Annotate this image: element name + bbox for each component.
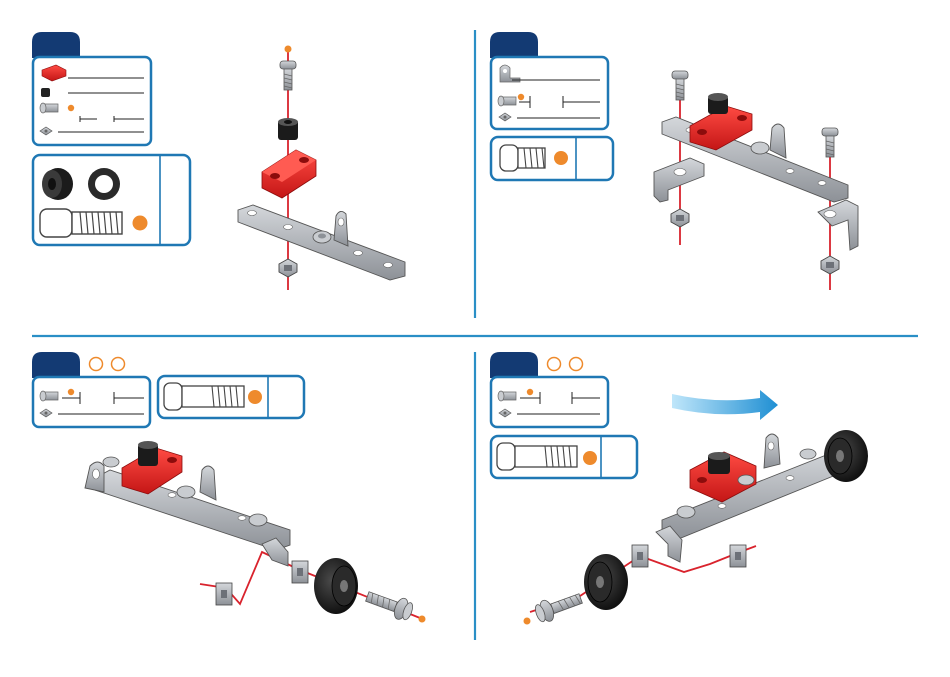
step-1-panel bbox=[32, 32, 405, 290]
orange-dot-icon bbox=[527, 389, 533, 395]
quantity-circle bbox=[548, 358, 561, 371]
long-bolt-icon bbox=[500, 145, 545, 171]
step-2-panel bbox=[490, 32, 858, 290]
step-4-tab bbox=[490, 352, 538, 378]
orange-dot-icon bbox=[583, 451, 597, 465]
step-3-parts-list bbox=[33, 377, 150, 427]
long-bolt-icon bbox=[497, 443, 577, 470]
quantity-circle bbox=[112, 358, 125, 371]
orange-dot-icon bbox=[554, 151, 568, 165]
orange-dot-icon bbox=[518, 94, 524, 100]
bolt-icon bbox=[498, 96, 516, 106]
step-1-tab bbox=[32, 32, 80, 58]
step-1-assembly bbox=[238, 46, 405, 291]
quantity-circle bbox=[570, 358, 583, 371]
orange-dot-icon bbox=[133, 216, 148, 231]
long-bolt-icon bbox=[164, 383, 244, 410]
step-4-panel bbox=[490, 352, 868, 625]
step-3-tab bbox=[32, 352, 80, 378]
step-2-assembly bbox=[654, 71, 858, 290]
bolt-icon bbox=[40, 391, 58, 401]
step-2-tab bbox=[490, 32, 538, 58]
collar-icon bbox=[42, 168, 73, 200]
step-4-parts-list bbox=[491, 377, 608, 427]
rotate-arrow-icon bbox=[672, 390, 778, 420]
orange-dot-icon bbox=[68, 389, 74, 395]
orange-dot-icon bbox=[248, 390, 262, 404]
orange-dot-icon bbox=[68, 105, 74, 111]
bolt-icon bbox=[40, 103, 58, 113]
washer-icon bbox=[88, 168, 120, 200]
step-3-panel bbox=[32, 352, 426, 623]
long-bolt-icon bbox=[40, 209, 122, 237]
bolt-icon bbox=[498, 391, 516, 401]
spacer-icon bbox=[41, 88, 50, 97]
quantity-circle bbox=[90, 358, 103, 371]
step-3-assembly bbox=[85, 441, 426, 623]
